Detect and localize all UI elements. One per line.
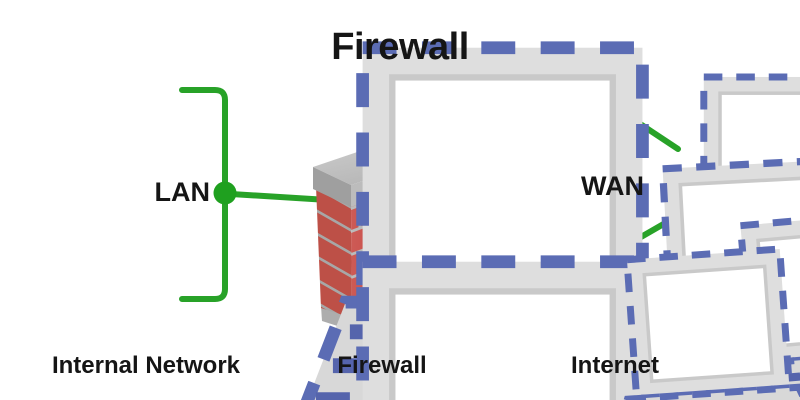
caption-internal-network: Internal Network <box>51 352 241 379</box>
caption-firewall: Firewall <box>337 352 427 379</box>
wan-label: WAN <box>581 171 644 201</box>
caption-internet: Internet <box>570 352 660 379</box>
page-title: Firewall <box>331 26 469 68</box>
lan-junction-node <box>213 181 237 205</box>
lan-label: LAN <box>154 177 211 207</box>
